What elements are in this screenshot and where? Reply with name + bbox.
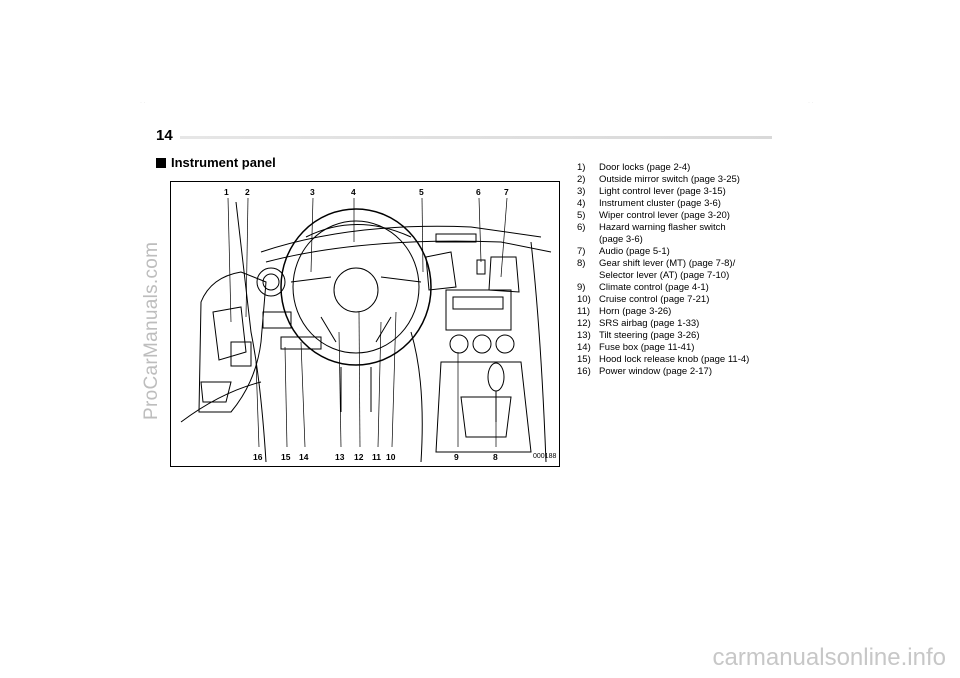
corner-marks-left: · · [140, 100, 146, 106]
corner-marks-right: · · [808, 100, 814, 106]
side-watermark: ProCarManuals.com [141, 241, 162, 420]
callout-6: 6 [476, 187, 481, 197]
legend-item: 12)SRS airbag (page 1-33) [577, 318, 700, 329]
legend-item: 16)Power window (page 2-17) [577, 366, 713, 377]
legend-item: 11)Horn (page 3-26) [577, 306, 672, 317]
component-legend: 1)Door locks (page 2-4) 2)Outside mirror… [577, 162, 749, 378]
callout-8: 8 [493, 452, 498, 462]
section-heading-text: Instrument panel [171, 155, 276, 170]
instrument-panel-drawing [180, 197, 552, 463]
callout-5: 5 [419, 187, 424, 197]
callout-15: 15 [281, 452, 291, 462]
legend-item: 7)Audio (page 5-1) [577, 246, 670, 257]
legend-item: 9)Climate control (page 4-1) [577, 282, 709, 293]
legend-item: 8)Gear shift lever (MT) (page 7-8)/ [577, 258, 736, 269]
instrument-panel-figure: 1 2 3 4 5 6 7 16 15 14 13 12 11 10 9 8 0… [170, 181, 560, 467]
legend-item: Selector lever (AT) (page 7-10) [599, 270, 730, 281]
callout-10: 10 [386, 452, 396, 462]
page-number: 14 [156, 127, 173, 144]
figure-code: 000188 [533, 453, 557, 460]
callout-13: 13 [335, 452, 345, 462]
callout-9: 9 [454, 452, 459, 462]
callout-14: 14 [299, 452, 309, 462]
legend-item: 13)Tilt steering (page 3-26) [577, 330, 700, 341]
legend-item: (page 3-6) [599, 234, 643, 245]
callout-1: 1 [224, 187, 229, 197]
callout-12: 12 [354, 452, 364, 462]
callout-11: 11 [372, 452, 381, 462]
bottom-watermark: carmanualsonline.info [712, 644, 946, 671]
legend-item: 4)Instrument cluster (page 3-6) [577, 198, 721, 209]
callout-2: 2 [245, 187, 250, 197]
bullet-square-icon [156, 157, 166, 168]
legend-item: 6)Hazard warning flasher switch [577, 222, 726, 233]
callout-3: 3 [310, 187, 315, 197]
legend-item: 5)Wiper control lever (page 3-20) [577, 210, 730, 221]
legend-item: 15)Hood lock release knob (page 11-4) [577, 354, 750, 365]
legend-item: 3)Light control lever (page 3-15) [577, 186, 726, 197]
legend-item: 1)Door locks (page 2-4) [577, 162, 691, 173]
header-rule [180, 136, 772, 139]
legend-item: 2)Outside mirror switch (page 3-25) [577, 174, 740, 185]
callout-16: 16 [253, 452, 263, 462]
callout-4: 4 [351, 187, 356, 197]
callout-7: 7 [504, 187, 509, 197]
legend-item: 10)Cruise control (page 7-21) [577, 294, 710, 305]
section-heading: Instrument panel [156, 155, 276, 170]
legend-item: 14)Fuse box (page 11-41) [577, 342, 695, 353]
